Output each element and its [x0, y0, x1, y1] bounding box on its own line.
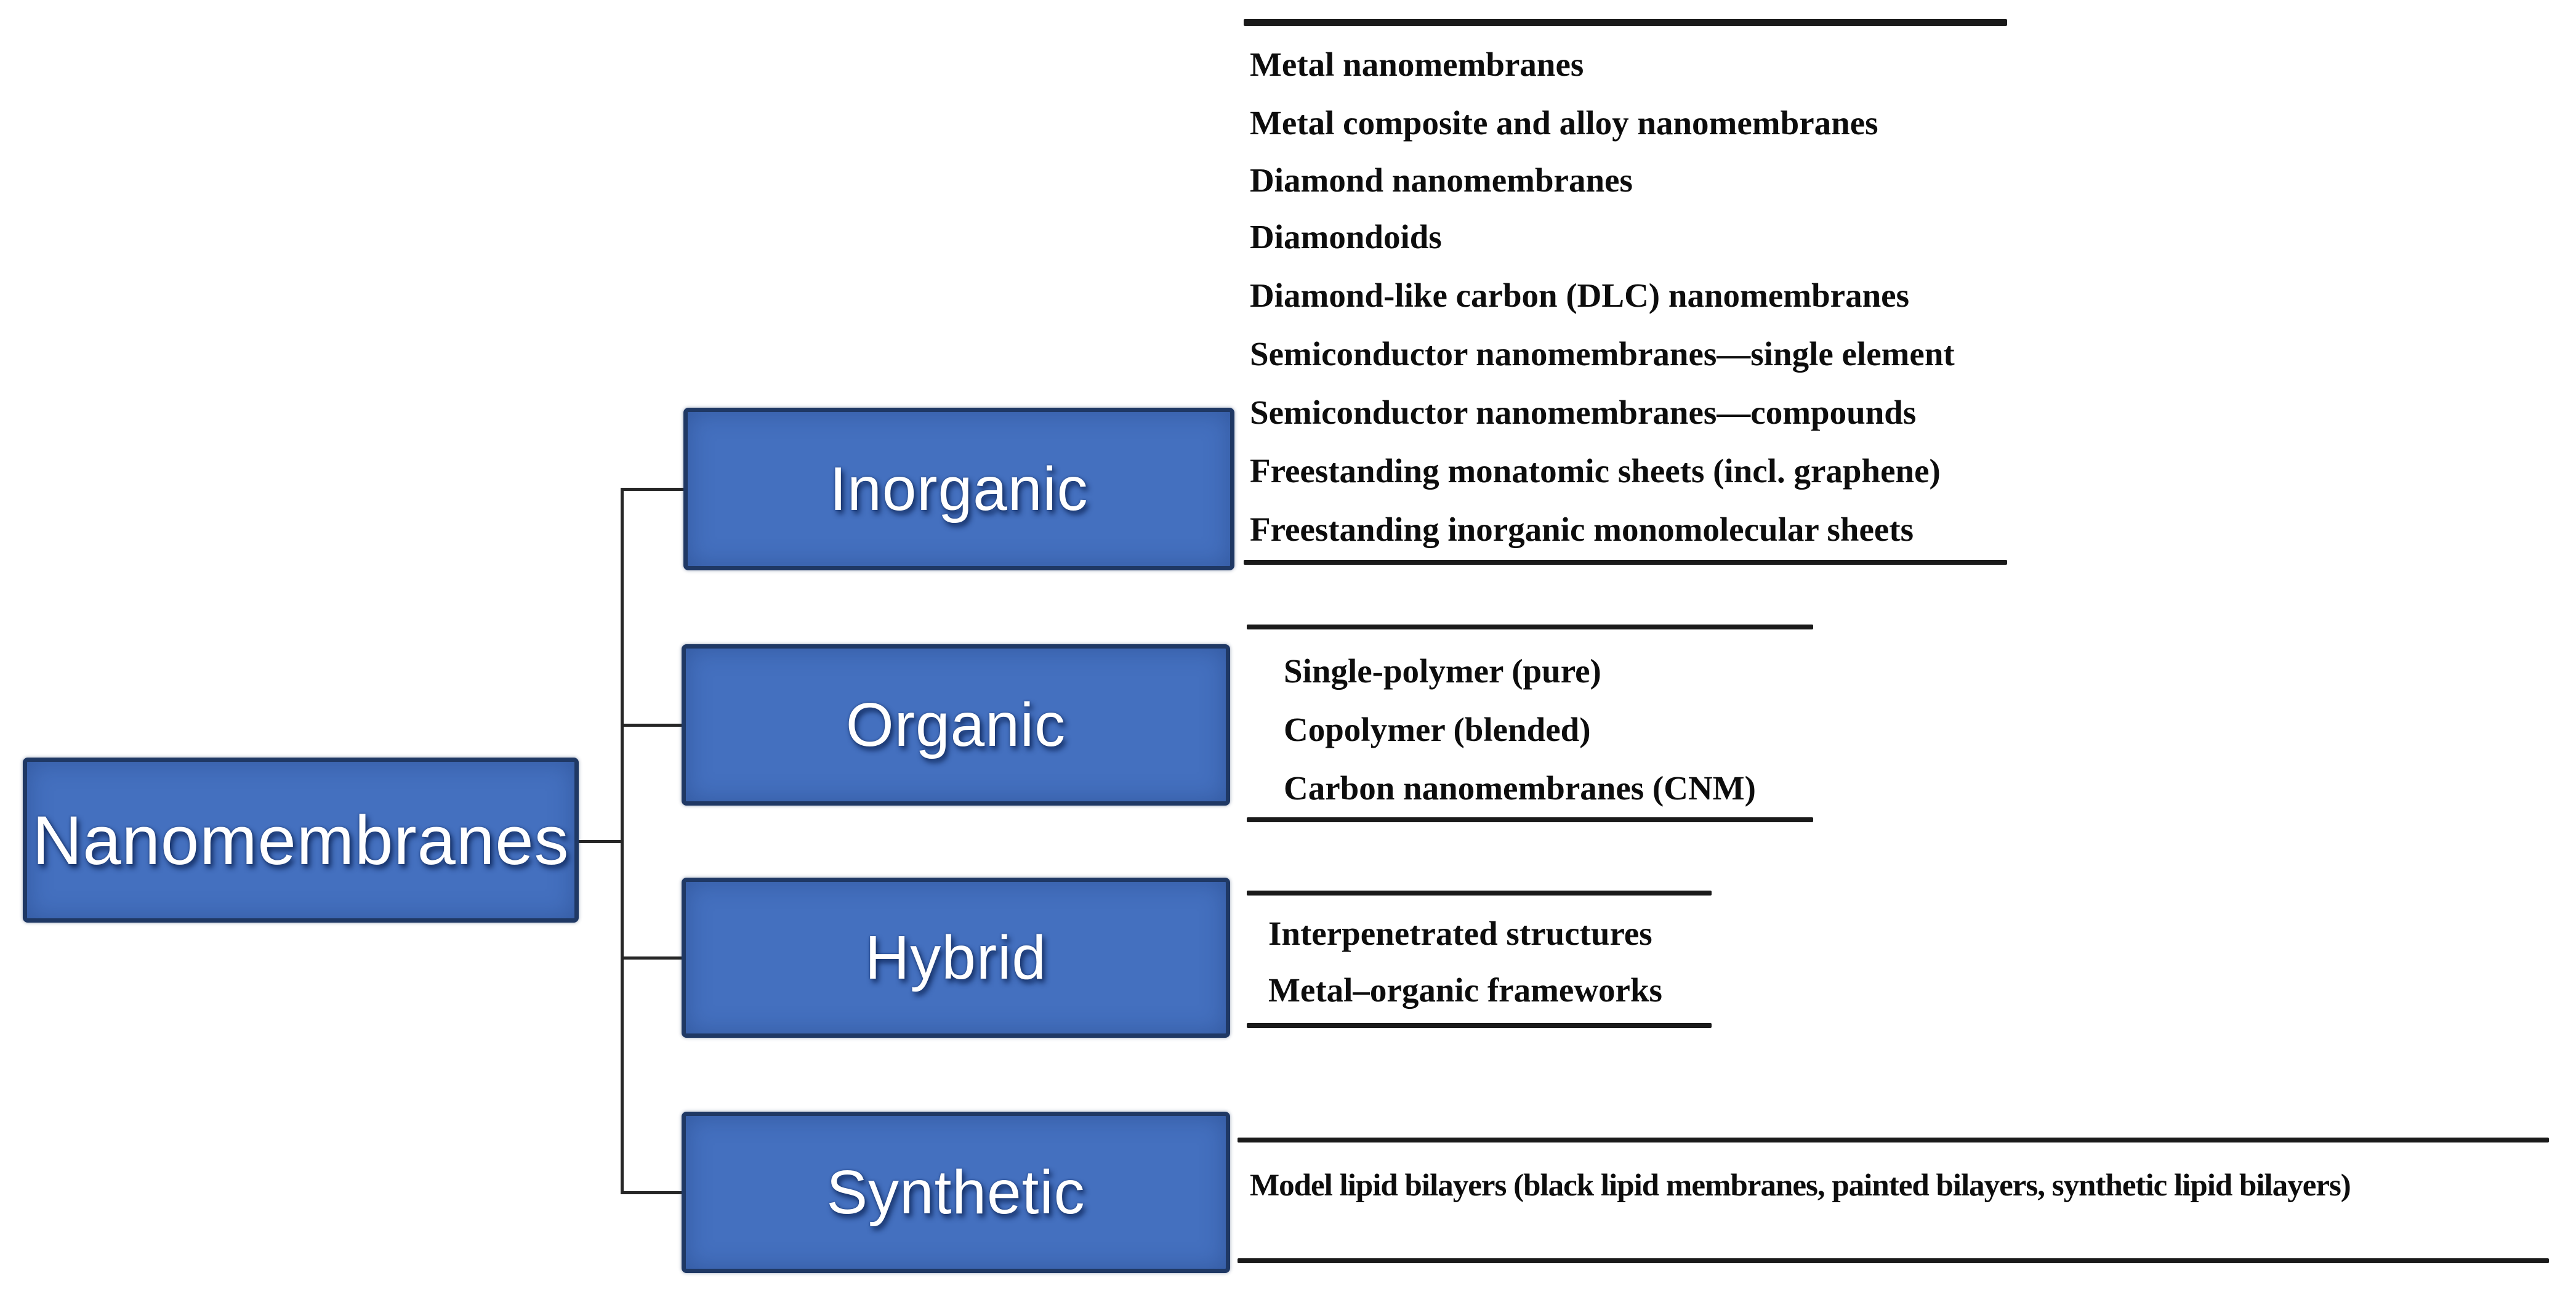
list-item-synthetic: Model lipid bilayers (black lipid membra…: [1250, 1168, 2351, 1203]
inorganic-section-bottom-rule: [1244, 560, 2007, 565]
connector-root-stub: [575, 840, 623, 843]
connector-branch-organic: [622, 724, 685, 727]
list-item-organic: Copolymer (blended): [1284, 711, 1591, 748]
inorganic-section-top-rule: [1244, 19, 2007, 26]
node-organic: Organic: [682, 644, 1230, 806]
organic-section-bottom-rule: [1247, 817, 1813, 822]
node-synthetic: Synthetic: [682, 1112, 1230, 1273]
list-item-hybrid: Interpenetrated structures: [1268, 915, 1652, 952]
list-item-inorganic: Metal nanomembranes: [1250, 46, 1584, 83]
node-inorganic-label: Inorganic: [829, 454, 1089, 524]
list-item-inorganic: Semiconductor nanomembranes—compounds: [1250, 394, 1917, 431]
connector-branch-synthetic: [622, 1191, 685, 1194]
node-synthetic-label: Synthetic: [826, 1157, 1085, 1227]
connector-branch-hybrid: [622, 956, 685, 960]
hybrid-section-bottom-rule: [1247, 1023, 1712, 1028]
list-item-inorganic: Semiconductor nanomembranes—single eleme…: [1250, 335, 1955, 373]
list-item-inorganic: Diamondoids: [1250, 218, 1442, 256]
connector-branch-inorganic: [622, 488, 685, 491]
list-item-organic: Carbon nanomembranes (CNM): [1284, 769, 1756, 807]
node-hybrid-label: Hybrid: [865, 923, 1047, 992]
list-item-inorganic: Freestanding inorganic monomolecular she…: [1250, 511, 1914, 548]
list-item-inorganic: Diamond-like carbon (DLC) nanomembranes: [1250, 277, 1909, 314]
node-hybrid: Hybrid: [682, 878, 1230, 1038]
node-nanomembranes: Nanomembranes: [23, 758, 579, 923]
list-item-inorganic: Metal composite and alloy nanomembranes: [1250, 104, 1878, 142]
organic-section-top-rule: [1247, 625, 1813, 629]
node-organic-label: Organic: [845, 690, 1066, 759]
list-item-inorganic: Diamond nanomembranes: [1250, 161, 1633, 199]
node-nanomembranes-label: Nanomembranes: [32, 801, 570, 879]
list-item-organic: Single-polymer (pure): [1284, 652, 1601, 690]
list-item-inorganic: Freestanding monatomic sheets (incl. gra…: [1250, 452, 1941, 490]
node-inorganic: Inorganic: [683, 408, 1234, 570]
synthetic-section-top-rule: [1238, 1138, 2549, 1142]
list-item-hybrid: Metal–organic frameworks: [1268, 971, 1662, 1009]
hybrid-section-top-rule: [1247, 891, 1712, 896]
synthetic-section-bottom-rule: [1238, 1258, 2549, 1263]
